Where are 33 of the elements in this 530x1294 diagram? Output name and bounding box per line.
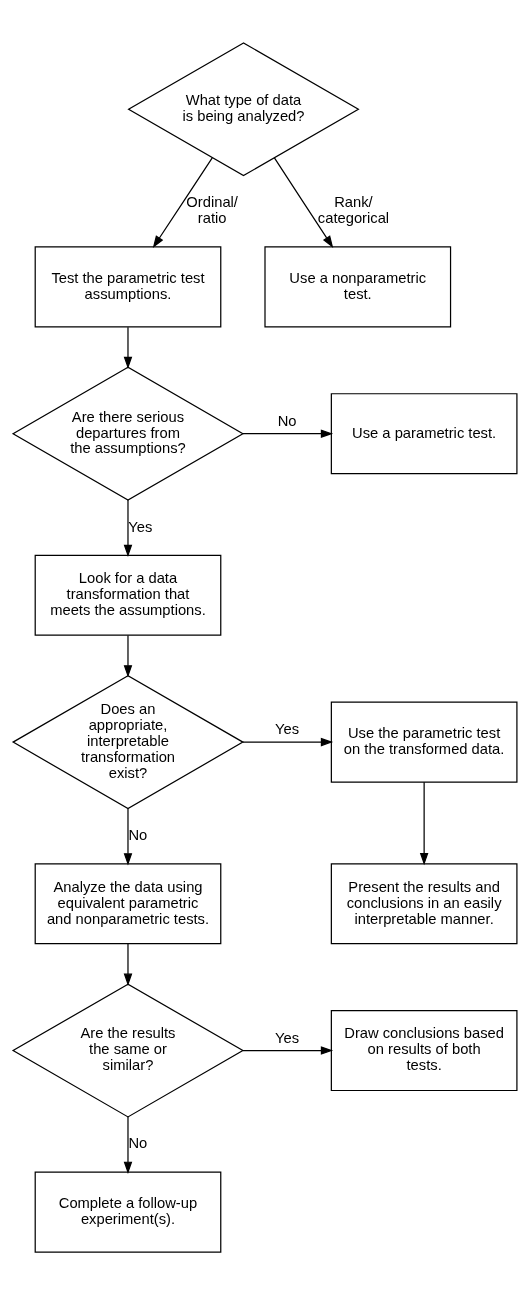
edge-label: No <box>128 826 148 843</box>
node-box: Present the results and conclusions in an easily interpretable manner. <box>330 862 518 944</box>
arrow <box>123 326 133 369</box>
edge-label: No <box>128 1134 148 1151</box>
node-box: Complete a follow-up experiment(s). <box>34 1171 222 1253</box>
node-box: Test the parametric test assumptions. <box>34 245 222 327</box>
node-diamond: Does an appropriate, interpretable transformation exist? <box>11 674 245 809</box>
node-box: Use a nonparametric test. <box>264 245 452 327</box>
edge-label: Yes <box>275 1029 300 1046</box>
arrow <box>123 807 133 865</box>
arrow <box>273 156 334 248</box>
arrow <box>242 428 334 438</box>
arrow <box>242 737 334 746</box>
arrow <box>419 781 429 865</box>
node-box: Use the parametric test on the transformed data. <box>330 701 518 783</box>
arrow <box>123 1115 133 1174</box>
edge-label: Yes <box>128 518 153 534</box>
node-box: Look for a data transformation that meets the assumptions. <box>34 554 222 636</box>
arrow <box>152 156 213 248</box>
node-diamond: Are the results the same or similar? <box>11 983 245 1118</box>
node-box: Use a parametric test. <box>330 392 518 474</box>
edge-label: Ordinal/ ratio <box>186 193 238 226</box>
arrow <box>123 942 133 986</box>
node-box: Analyze the data using equivalent parametric and nonparametric tests. <box>34 862 222 944</box>
node-box: Draw conclusions based on results of both tests. <box>330 1009 518 1091</box>
edge-label: Rank/ categorical <box>317 193 390 226</box>
arrow <box>123 499 133 557</box>
node-diamond: What type of data is being analyzed? <box>127 41 360 176</box>
arrow <box>242 1045 334 1055</box>
node-diamond: Are there serious departures from the assumptions? <box>11 366 245 501</box>
arrow <box>123 634 133 677</box>
edge-label: No <box>277 412 297 429</box>
edge-label: Yes <box>275 720 300 737</box>
